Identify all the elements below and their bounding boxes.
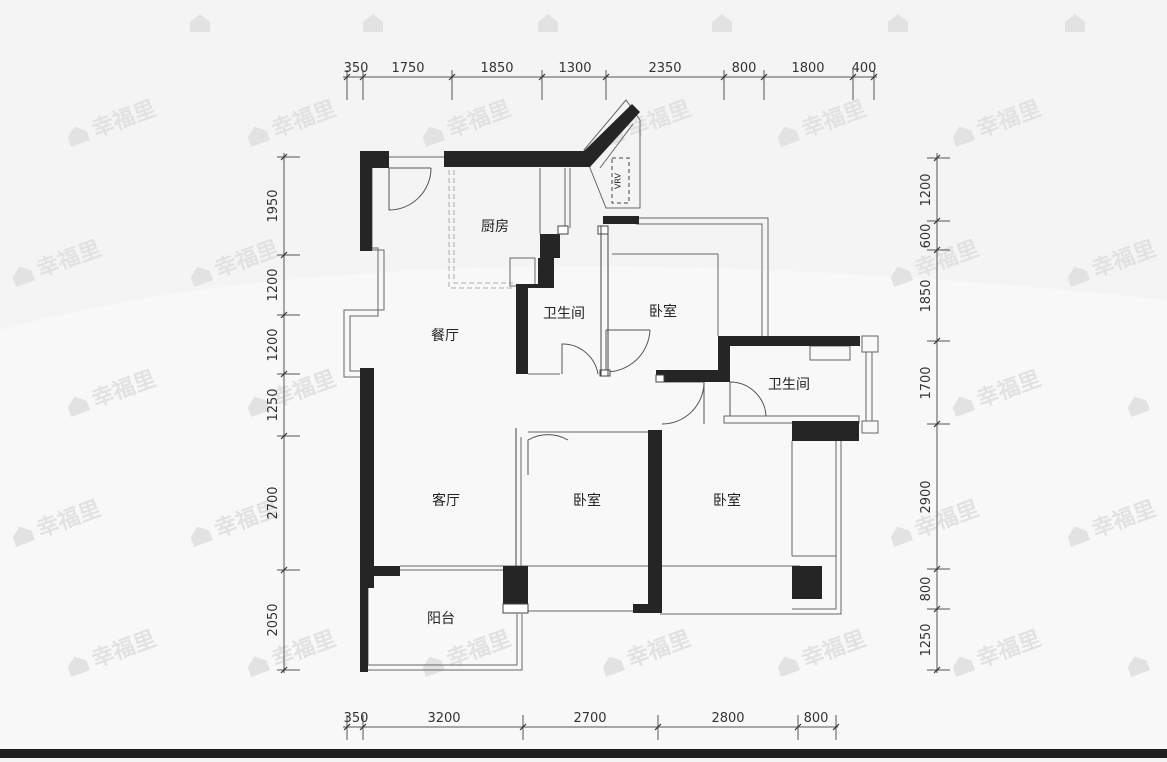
watermark-icon <box>777 656 800 677</box>
watermark-icon <box>67 126 90 147</box>
dim-left-5: 2700 <box>266 486 281 519</box>
bottom-toolbar-strip <box>0 749 1167 758</box>
dim-right-6: 800 <box>919 577 934 602</box>
room-bedroom-1-label: 卧室 <box>649 303 677 320</box>
dim-top-8: 400 <box>852 61 877 76</box>
room-living-label: 客厅 <box>432 492 460 509</box>
dim-right-7: 1250 <box>919 623 934 656</box>
watermark-icon <box>363 14 383 32</box>
room-bathroom-2-label: 卫生间 <box>768 377 810 393</box>
dim-left-2: 1200 <box>266 268 281 301</box>
watermark-icon <box>952 126 975 147</box>
watermark-icon <box>952 396 975 417</box>
dimension-lines <box>277 70 950 740</box>
dim-top-1: 350 <box>344 61 369 76</box>
room-bedroom-3-label: 卧室 <box>713 492 741 509</box>
room-balcony-label: 阳台 <box>427 611 455 627</box>
watermark-icon <box>67 656 90 677</box>
dim-top-6: 800 <box>732 61 757 76</box>
dim-right-1: 1200 <box>919 173 934 206</box>
watermark-icon <box>67 396 90 417</box>
watermark-icon <box>190 526 213 547</box>
dim-right-5: 2900 <box>919 480 934 513</box>
watermark-icon <box>1127 656 1150 677</box>
vrv-unit: VRV <box>611 157 630 204</box>
vrv-label: VRV <box>614 172 623 189</box>
watermark-icon <box>952 656 975 677</box>
watermark-icon <box>888 14 908 32</box>
watermark-icon <box>247 656 270 677</box>
watermark-icon <box>190 266 213 287</box>
watermark-icon <box>777 126 800 147</box>
watermark-icon <box>12 526 35 547</box>
wall-caps <box>502 225 665 614</box>
dim-left-3: 1200 <box>266 328 281 361</box>
watermark-icon <box>422 126 445 147</box>
watermark-icon <box>247 396 270 417</box>
room-dining-label: 餐厅 <box>431 328 459 344</box>
dim-right-3: 1850 <box>919 279 934 312</box>
dim-top-3: 1850 <box>480 61 513 76</box>
dim-top-5: 2350 <box>648 61 681 76</box>
dim-top-7: 1800 <box>791 61 824 76</box>
dim-left-1: 1950 <box>266 189 281 222</box>
dim-top-2: 1750 <box>391 61 424 76</box>
room-bedroom-2-label: 卧室 <box>573 492 601 509</box>
partition-walls <box>515 226 609 566</box>
dim-bottom-4: 2800 <box>711 711 744 726</box>
dim-bottom-5: 800 <box>804 711 829 726</box>
dimension-ticks <box>280 73 941 731</box>
watermark-icon <box>1067 526 1090 547</box>
bay-window-outline <box>583 99 641 209</box>
thin-walls <box>343 156 879 671</box>
dim-left-6: 2050 <box>266 603 281 636</box>
watermark-icon <box>890 266 913 287</box>
dim-left-4: 1250 <box>266 388 281 421</box>
watermark-icon <box>190 14 210 32</box>
dim-bottom-3: 2700 <box>573 711 606 726</box>
watermark-icon <box>247 126 270 147</box>
dim-bottom-1: 350 <box>344 711 369 726</box>
watermark-icon <box>538 14 558 32</box>
room-kitchen-label: 厨房 <box>481 219 509 235</box>
watermark-icon <box>12 266 35 287</box>
watermark-icon <box>422 656 445 677</box>
dim-right-2: 600 <box>919 224 934 249</box>
watermark-icon <box>1127 396 1150 417</box>
dim-top-4: 1300 <box>558 61 591 76</box>
watermark-icon <box>1065 14 1085 32</box>
room-bathroom-1-label: 卫生间 <box>543 306 585 322</box>
watermark-icon <box>1067 266 1090 287</box>
watermark-icon <box>712 14 732 32</box>
dim-bottom-2: 3200 <box>427 711 460 726</box>
thick-walls <box>360 104 860 672</box>
watermark-icon <box>890 526 913 547</box>
dim-right-4: 1700 <box>919 366 934 399</box>
watermark-icon <box>602 656 625 677</box>
